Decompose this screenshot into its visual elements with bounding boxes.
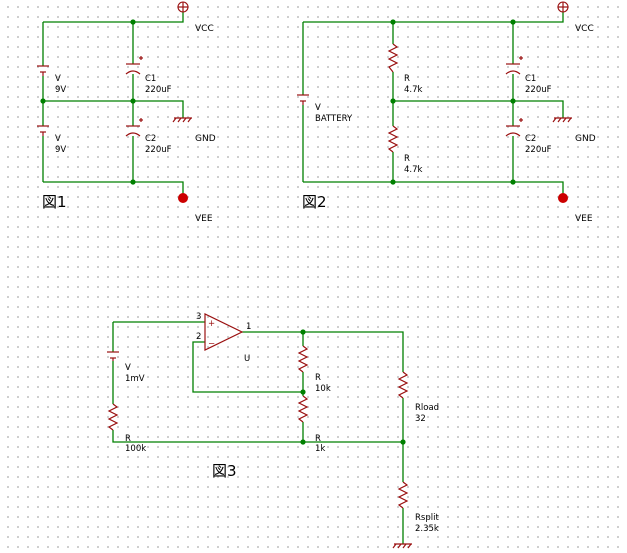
- fig2-ground-icon: [552, 117, 572, 123]
- fig1-gnd-label: GND: [195, 134, 216, 144]
- fig1-battery-2-value: 9V: [55, 145, 66, 155]
- fig3-rin-symbol: [107, 403, 119, 431]
- fig1-c2-value: 220uF: [145, 145, 172, 155]
- fig3-rg-name: R: [315, 434, 321, 444]
- fig2-battery-value: BATTERY: [315, 114, 353, 124]
- fig2-r2-value: 4.7k: [404, 165, 423, 175]
- fig1-capacitor-c1-symbol: [125, 56, 143, 75]
- fig1-junction-dot: [130, 98, 136, 104]
- fig3-junction-dot: [400, 439, 406, 445]
- fig2-r1-value: 4.7k: [404, 85, 423, 95]
- fig3-caption: 図3: [212, 462, 237, 480]
- fig1-junction-dot: [40, 98, 46, 104]
- fig2-vcc-label: VCC: [575, 24, 594, 34]
- fig2-junction-dot: [510, 98, 516, 104]
- fig1-caption: 図1: [42, 193, 67, 211]
- fig3-source-name: V: [125, 363, 131, 373]
- fig3-rload-name: Rload: [415, 403, 439, 413]
- fig1-battery-1-value: 9V: [55, 85, 66, 95]
- fig3-junction-dot: [300, 439, 306, 445]
- fig1-wire-mid-rail: [43, 100, 184, 118]
- fig1-vcc-terminal-icon: [177, 1, 189, 13]
- fig2-vee-terminal-icon: [558, 193, 568, 203]
- fig3-rf-name: R: [315, 373, 321, 383]
- fig3-opamp-pin-plus: 3: [196, 312, 201, 322]
- fig2-wire-vcc-rail: [303, 12, 564, 23]
- fig1-c1-value: 220uF: [145, 85, 172, 95]
- fig1-wire-vcc-rail: [43, 12, 184, 23]
- fig3-rsplit-value: 2.35k: [415, 524, 439, 534]
- fig3-junction-dot: [300, 389, 306, 395]
- fig2-battery-name: V: [315, 103, 321, 113]
- fig1-battery-2-name: V: [55, 134, 61, 144]
- figure-3-opamp-amplifier: + − 3 2 1 U V 1mV R 100k R 10k R 1k Rloa…: [107, 312, 439, 549]
- fig3-opamp-symbol: + −: [204, 313, 244, 351]
- fig2-battery-symbol: [297, 94, 309, 105]
- fig3-rin-value: 100k: [125, 444, 146, 454]
- fig3-junction-dot: [300, 329, 306, 335]
- fig3-rg-value: 1k: [315, 444, 325, 454]
- fig3-rg-symbol: [297, 395, 309, 423]
- fig3-wire-feedback: [192, 341, 303, 393]
- fig2-junction-dot: [510, 19, 516, 25]
- fig1-battery-2-symbol: [37, 125, 49, 136]
- fig2-caption: 図2: [302, 193, 327, 211]
- fig2-vcc-terminal-icon: [557, 1, 569, 13]
- fig1-c1-name: C1: [145, 74, 156, 84]
- fig2-vee-label: VEE: [575, 214, 593, 224]
- fig2-gnd-label: GND: [575, 134, 596, 144]
- fig2-c1-value: 220uF: [525, 85, 552, 95]
- fig2-c2-value: 220uF: [525, 145, 552, 155]
- fig2-capacitor-c1-symbol: [505, 56, 523, 75]
- fig3-wire-bottom-rail: [112, 430, 403, 443]
- fig3-rsplit-symbol: [397, 481, 409, 509]
- fig1-wire-vee-rail: [43, 181, 184, 196]
- fig2-r2-name: R: [404, 154, 410, 164]
- fig2-r1-name: R: [404, 74, 410, 84]
- figure-2-resistor-divider-supply: V BATTERY R 4.7k R 4.7k C1 220uF C2 220u…: [297, 1, 596, 224]
- fig3-rload-value: 32: [415, 414, 426, 424]
- fig3-source-symbol: [107, 351, 119, 361]
- fig3-source-value: 1mV: [125, 374, 145, 384]
- figure-1-dual-battery-supply: V 9V V 9V C1 220uF C2 220uF VCC GND VEE …: [37, 1, 216, 224]
- fig1-capacitor-c2-symbol: [125, 118, 143, 137]
- fig3-wire-output: [242, 331, 404, 372]
- fig3-rload-symbol: [397, 371, 409, 399]
- fig2-junction-dot: [390, 19, 396, 25]
- fig1-c2-name: C2: [145, 134, 156, 144]
- fig3-opamp-plus-sign: +: [208, 319, 215, 329]
- fig2-resistor-1-symbol: [387, 43, 399, 73]
- fig3-rf-value: 10k: [315, 384, 331, 394]
- fig2-c2-name: C2: [525, 134, 536, 144]
- fig2-junction-dot: [390, 98, 396, 104]
- fig3-rf-symbol: [297, 345, 309, 373]
- fig3-opamp-pin-out: 1: [246, 322, 251, 332]
- fig3-ground-icon: [392, 543, 412, 549]
- fig2-resistor-2-symbol: [387, 125, 399, 153]
- fig1-vee-terminal-icon: [178, 193, 188, 203]
- fig3-opamp-minus-sign: −: [208, 339, 215, 349]
- fig1-vee-label: VEE: [195, 214, 213, 224]
- fig1-junction-dot: [130, 19, 136, 25]
- fig1-ground-icon: [172, 117, 192, 123]
- fig1-junction-dot: [130, 179, 136, 185]
- fig2-c1-name: C1: [525, 74, 536, 84]
- fig2-wire-vee-rail: [303, 181, 564, 196]
- fig1-battery-1-name: V: [55, 74, 61, 84]
- fig2-junction-dot: [390, 179, 396, 185]
- fig1-battery-1-symbol: [37, 65, 49, 76]
- fig2-capacitor-c2-symbol: [505, 118, 523, 137]
- fig3-rin-name: R: [125, 434, 131, 444]
- fig1-vcc-label: VCC: [195, 24, 214, 34]
- fig3-opamp-pin-minus: 2: [196, 332, 201, 342]
- fig3-opamp-name: U: [244, 354, 250, 364]
- fig3-rsplit-name: Rsplit: [415, 513, 439, 523]
- fig2-wire-mid-rail: [393, 100, 564, 118]
- fig2-junction-dot: [510, 179, 516, 185]
